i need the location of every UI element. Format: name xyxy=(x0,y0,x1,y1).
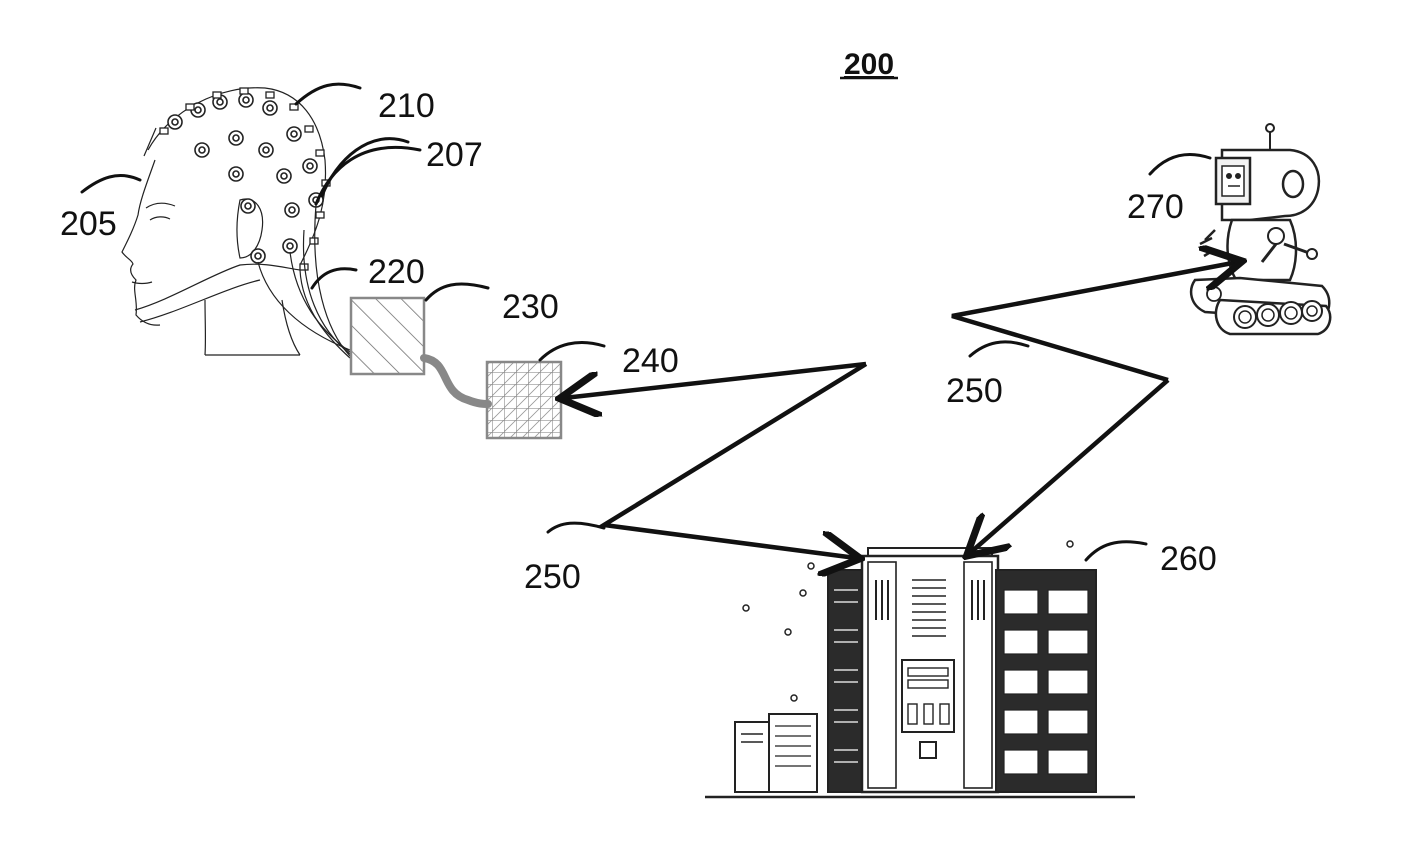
label-270: 270 xyxy=(1127,188,1184,226)
wireless-link-server xyxy=(597,362,866,558)
wireless-link-server-right xyxy=(970,378,1170,553)
label-220: 220 xyxy=(368,253,425,291)
label-210: 210 xyxy=(378,87,435,125)
leader-lines xyxy=(80,82,1212,562)
wireless-link-processor xyxy=(564,361,867,398)
label-240: 240 xyxy=(622,342,679,380)
wireless-link-robot xyxy=(951,262,1238,383)
label-207: 207 xyxy=(426,136,483,174)
robot-illustration xyxy=(1189,123,1332,336)
head-with-eeg-cap-illustration xyxy=(121,87,351,359)
amplifier-box xyxy=(349,296,426,376)
label-250-right: 250 xyxy=(946,372,1003,410)
label-205: 205 xyxy=(60,205,117,243)
connecting-cable xyxy=(420,354,492,408)
figure-number: 200 xyxy=(844,48,894,81)
server-illustration xyxy=(705,540,1135,799)
electrode-array xyxy=(167,92,324,264)
label-250-left: 250 xyxy=(524,558,581,596)
processor-box xyxy=(485,360,563,440)
label-230: 230 xyxy=(502,288,559,326)
label-260: 260 xyxy=(1160,540,1217,578)
